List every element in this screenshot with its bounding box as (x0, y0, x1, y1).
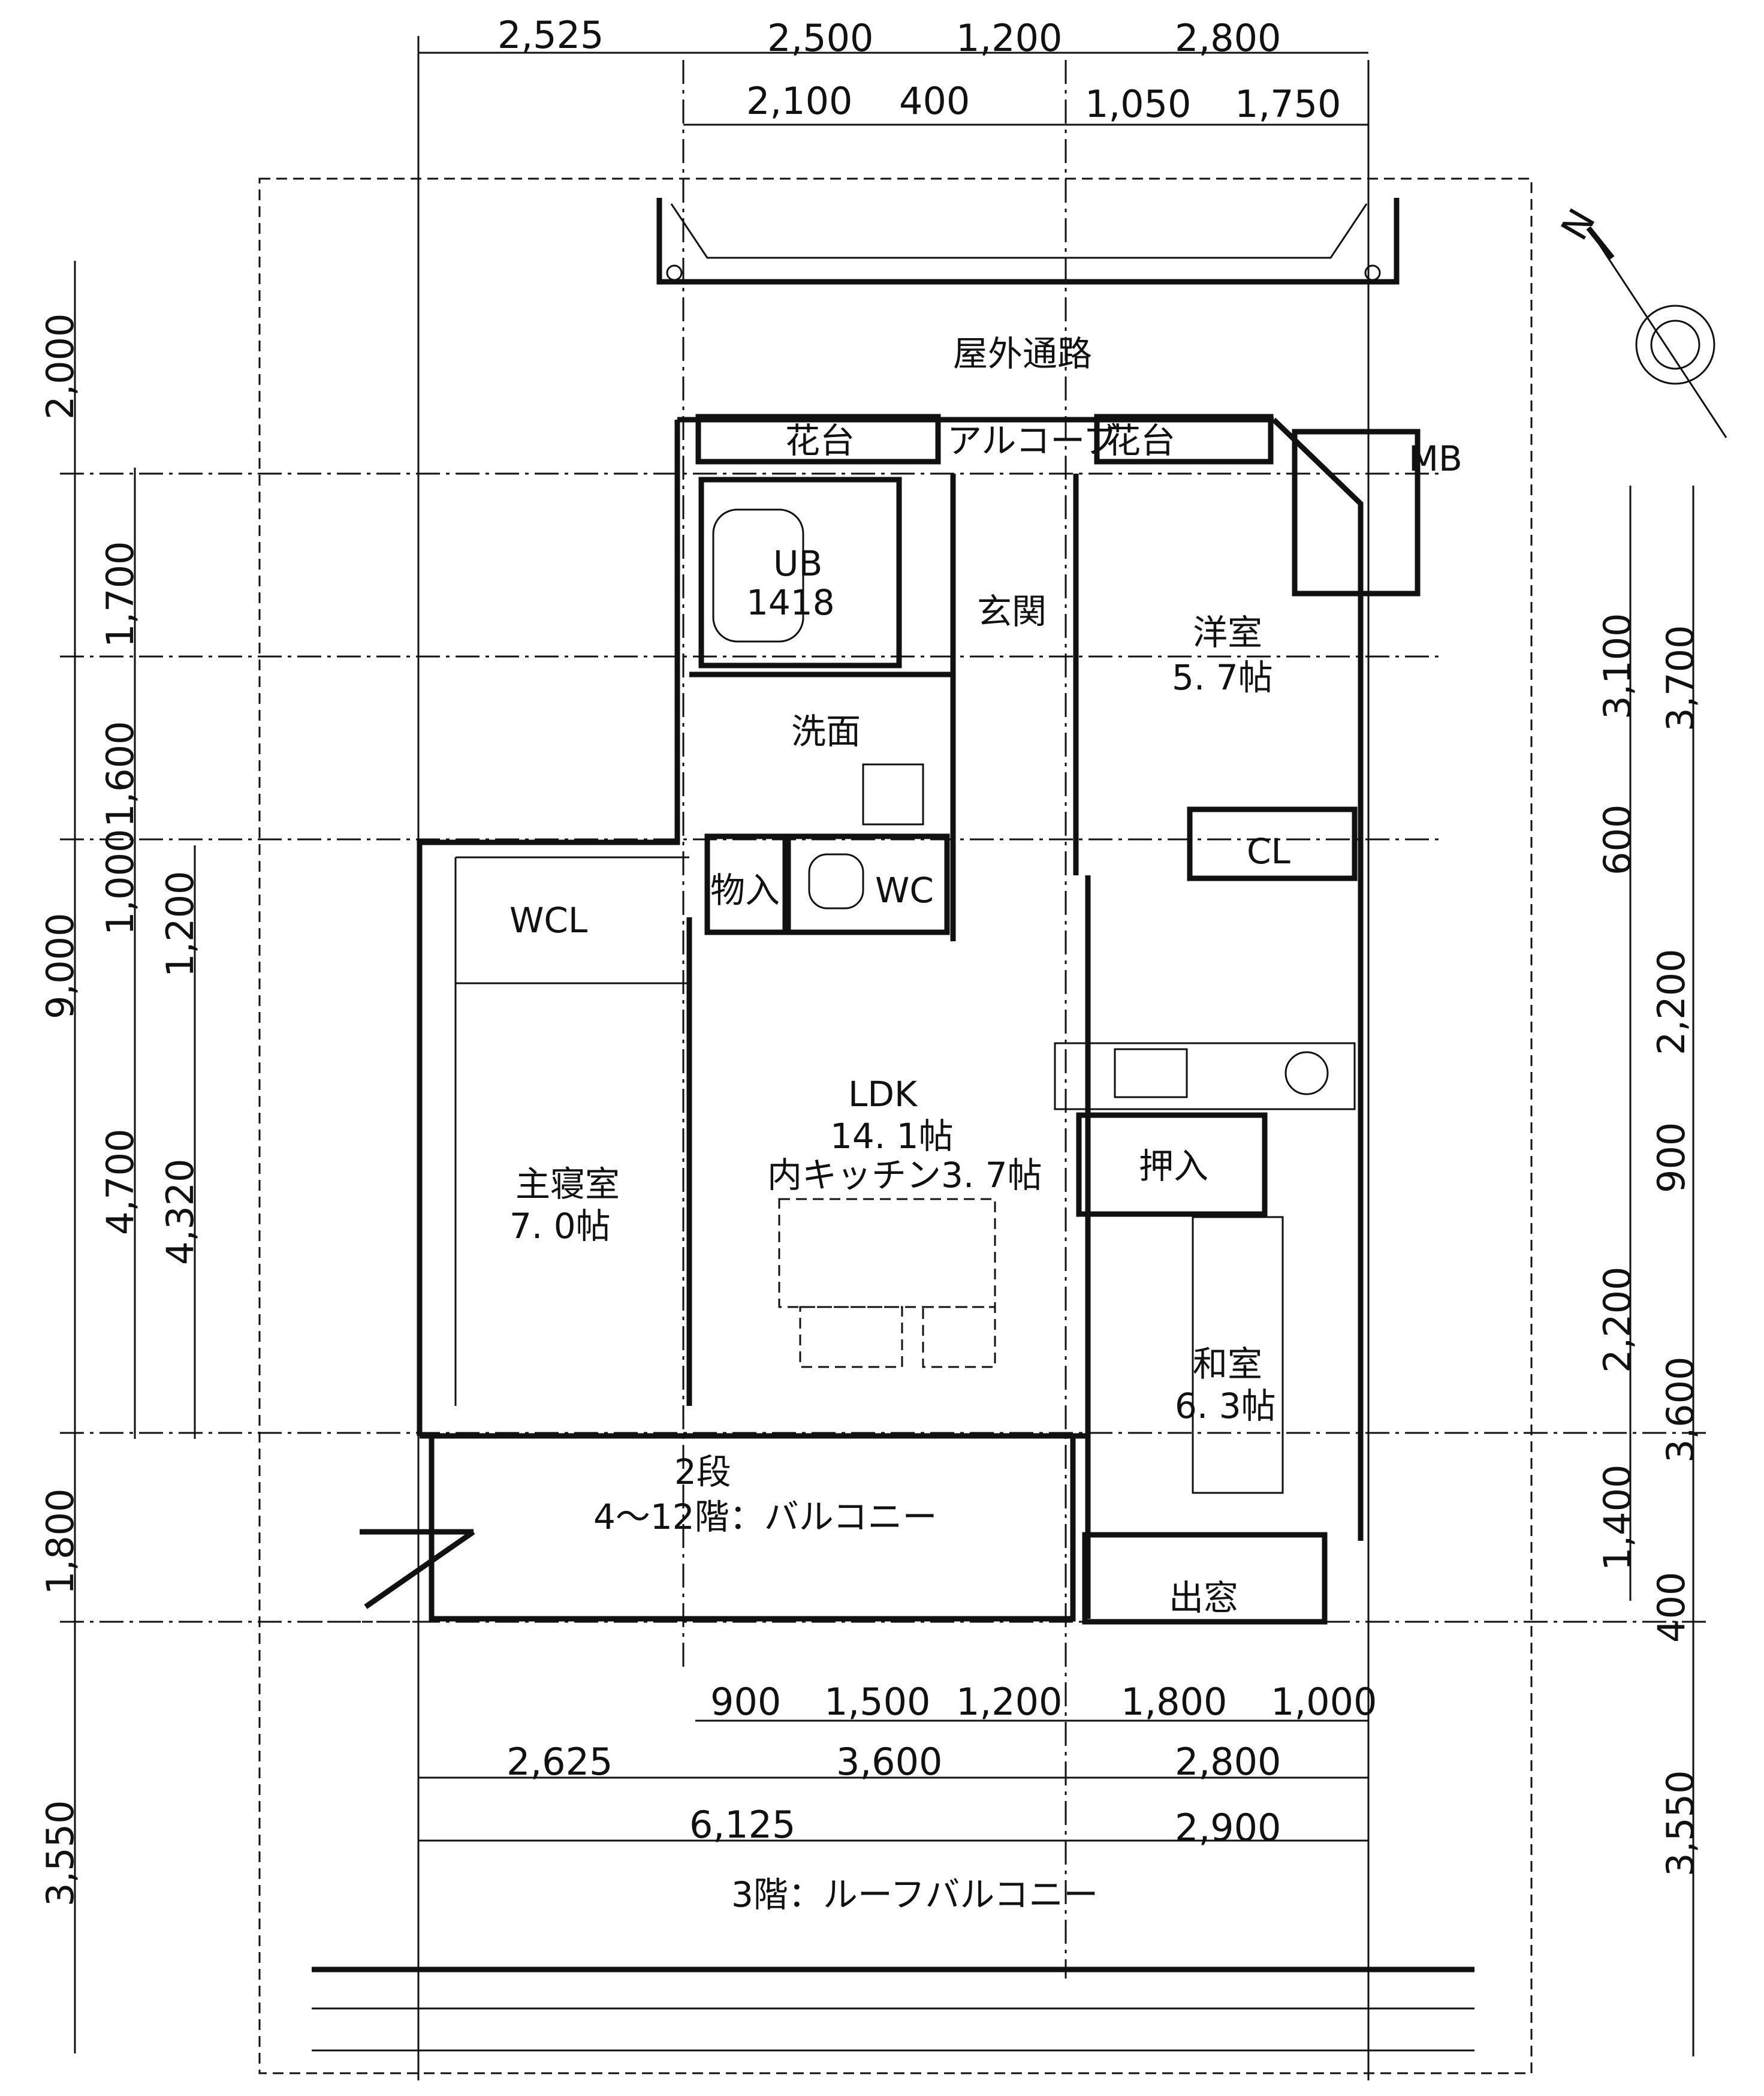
dim-right-outer-a: 3,700 (1659, 625, 1702, 732)
mb-label: MB (1409, 438, 1463, 479)
ldk-size: 14. 1帖 (830, 1116, 954, 1157)
dim-left-inner-b: 4,320 (158, 1159, 202, 1266)
compass-icon: N (1552, 201, 1727, 438)
dim-top1-c: 1,200 (956, 16, 1063, 60)
dim-bottom1-e: 1,000 (1271, 1680, 1377, 1724)
dim-top2-c: 1,050 (1085, 82, 1192, 126)
japanese-room-name: 和室 (1193, 1344, 1262, 1384)
dim-left-mid-c: 1,000 (98, 829, 142, 936)
dim-right-outer-c: 3,550 (1659, 1770, 1702, 1877)
dim-top2-d: 1,750 (1235, 82, 1341, 126)
dim-bottom1-b: 1,500 (824, 1680, 931, 1724)
dim-bottom1-d: 1,800 (1121, 1680, 1228, 1724)
unit-bath-size: 1418 (746, 582, 835, 623)
ldk-kitchen-size: 内キッチン3. 7帖 (767, 1155, 1042, 1195)
planter-left-label: 花台 (785, 420, 855, 461)
storage-label: 物入 (710, 870, 780, 911)
dim-left-mid-b: 1,600 (98, 721, 142, 828)
bay-window-label: 出窓 (1169, 1577, 1238, 1618)
dimension-lines (60, 36, 1708, 2080)
outer-frame (258, 177, 1533, 2074)
roof-balcony-rails (312, 1529, 1474, 2052)
dim-right-inner-f: 1,400 (1596, 1465, 1639, 1571)
dim-bottom3-a: 6,125 (689, 1803, 796, 1847)
wcl-label: WCL (509, 900, 587, 941)
walkway-structure (656, 198, 1400, 285)
outdoor-passage-label: 屋外通路 (953, 333, 1092, 374)
dim-right-outer-b: 3,600 (1659, 1357, 1702, 1463)
entrance-label: 玄関 (977, 591, 1047, 632)
dim-left-outer-c: 1,800 (38, 1489, 82, 1595)
master-bedroom-size: 7. 0帖 (509, 1206, 611, 1246)
planter-right-label: 花台 (1106, 420, 1175, 461)
dim-right-inner-c: 2,200 (1650, 949, 1693, 1056)
dim-right-inner-a: 3,100 (1596, 613, 1639, 720)
unit-walls (417, 414, 1421, 1625)
dim-right-inner-b: 600 (1596, 805, 1639, 875)
washroom-label: 洗面 (791, 711, 861, 752)
dim-left-outer-b: 9,000 (38, 913, 82, 1020)
oshiire-label: 押入 (1139, 1146, 1208, 1186)
dim-left-outer-d: 3,550 (38, 1800, 82, 1907)
dim-top1-b: 2,500 (767, 16, 874, 60)
dim-left-mid-a: 1,700 (98, 541, 142, 648)
dim-left-outer-a: 2,000 (38, 314, 82, 420)
balcony-label: 4～12階：バルコニー (593, 1496, 937, 1537)
western-room-name: 洋室 (1193, 612, 1262, 653)
alcove-label: アルコーブ (947, 420, 1118, 461)
dim-right-inner-d: 900 (1650, 1122, 1693, 1193)
dim-top1-d: 2,800 (1175, 16, 1281, 60)
japanese-room-size: 6. 3帖 (1175, 1386, 1276, 1426)
unit-bath-label: UB (773, 543, 822, 584)
dim-top1-a: 2,525 (497, 13, 604, 57)
dim-left-mid-d: 4,700 (98, 1129, 142, 1236)
roof-balcony-label: 3階：ルーフバルコニー (731, 1874, 1098, 1915)
dim-left-inner-a: 1,200 (158, 871, 202, 978)
dim-right-inner-g: 400 (1650, 1572, 1693, 1643)
closet-label: CL (1247, 831, 1290, 872)
dim-bottom2-b: 3,600 (836, 1740, 943, 1784)
two-step-label: 2段 (674, 1451, 731, 1492)
dim-bottom1-a: 900 (710, 1680, 781, 1724)
western-room-size: 5. 7帖 (1172, 657, 1273, 698)
dim-top2-b: 400 (899, 79, 970, 123)
fixtures (712, 508, 1356, 1494)
dim-bottom1-c: 1,200 (956, 1680, 1063, 1724)
dim-bottom3-b: 2,900 (1175, 1806, 1281, 1850)
dim-top2-a: 2,100 (746, 79, 853, 123)
dim-bottom2-c: 2,800 (1175, 1740, 1281, 1784)
master-bedroom-name: 主寝室 (515, 1164, 620, 1204)
dim-bottom2-a: 2,625 (506, 1740, 613, 1784)
ldk-name: LDK (848, 1074, 918, 1115)
dim-right-inner-e: 2,200 (1596, 1267, 1639, 1374)
wc-label: WC (875, 870, 934, 911)
